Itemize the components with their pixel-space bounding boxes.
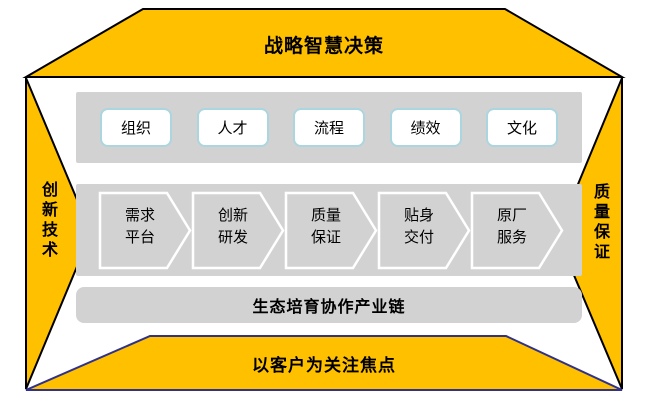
process-step-demand-platform: 需求 平台 <box>100 205 180 249</box>
process-step-quality-assurance: 质量 保证 <box>286 205 366 249</box>
step-label-line: 研发 <box>217 229 248 246</box>
process-step-factory-service: 原厂 服务 <box>472 205 552 249</box>
capability-label: 流程 <box>313 120 344 137</box>
process-chain-bar: 需求 平台 创新 研发 质量 保证 贴身 交付 原厂 服务 <box>76 184 582 276</box>
capability-label: 人才 <box>217 120 248 137</box>
ecosystem-chain-bar: 生态培育协作产业链 <box>76 287 582 323</box>
ecosystem-chain-label: 生态培育协作产业链 <box>252 299 406 316</box>
right-banner-shape <box>555 77 623 390</box>
step-label-line: 需求 <box>124 207 155 224</box>
step-label-line: 原厂 <box>496 207 527 224</box>
step-label-line: 平台 <box>124 229 155 246</box>
step-label-line: 质量 <box>310 207 341 224</box>
capability-box-culture: 文化 <box>486 108 558 147</box>
chevron-shape-4 <box>377 191 471 270</box>
capability-label: 组织 <box>120 120 151 137</box>
process-chevron-shapes <box>98 191 564 270</box>
capabilities-bar: 组织 人才 流程 绩效 文化 <box>76 92 582 163</box>
top-banner-shape <box>22 8 626 78</box>
step-label-line: 交付 <box>403 229 434 246</box>
capability-box-process: 流程 <box>293 108 365 147</box>
step-label-line: 贴身 <box>403 207 434 224</box>
chevron-shape-5 <box>470 191 564 270</box>
left-banner-label: 创新技术 <box>39 181 56 261</box>
capability-box-talent: 人才 <box>196 108 269 147</box>
capability-box-performance: 绩效 <box>389 108 462 147</box>
bottom-banner-label: 以客户为关注焦点 <box>252 356 396 375</box>
process-step-close-delivery: 贴身 交付 <box>379 205 459 249</box>
right-banner-label: 质量保证 <box>591 183 608 263</box>
capability-label: 绩效 <box>410 120 441 137</box>
step-label-line: 创新 <box>217 207 248 224</box>
capability-label: 文化 <box>506 120 537 137</box>
step-label-line: 保证 <box>310 229 341 246</box>
chevron-shape-3 <box>284 191 378 270</box>
chevron-shape-2 <box>191 191 285 270</box>
capability-box-organization: 组织 <box>100 108 172 147</box>
chevron-shape-1 <box>98 191 192 270</box>
top-banner-label: 战略智慧决策 <box>263 36 384 57</box>
bottom-banner-shape <box>25 335 623 391</box>
step-label-line: 服务 <box>496 229 527 246</box>
left-banner-shape <box>25 77 93 390</box>
process-step-innovation-rnd: 创新 研发 <box>193 205 273 249</box>
